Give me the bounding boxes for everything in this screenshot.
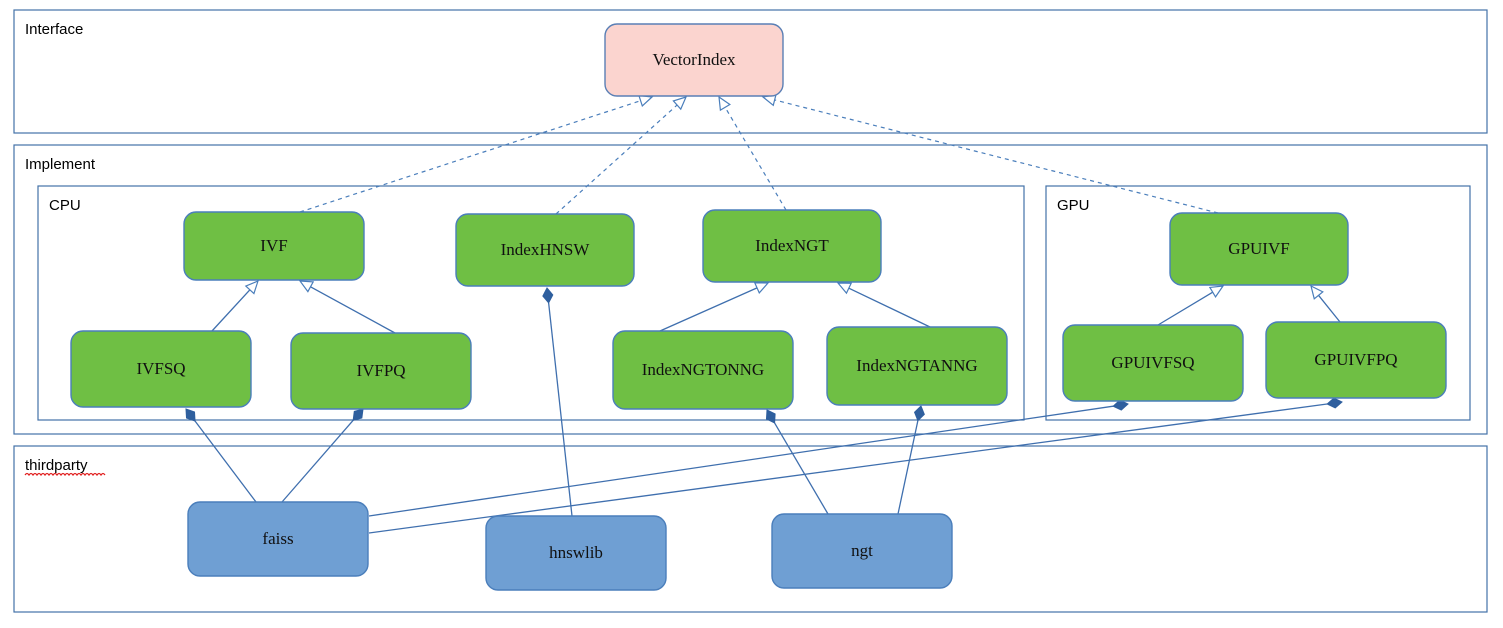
node-label-gpuivf: GPUIVF [1228, 239, 1289, 258]
group-label-cpu: CPU [49, 197, 81, 214]
arrowhead-hollow-triangle [753, 282, 770, 294]
group-label-interface: Interface [25, 21, 83, 38]
edge-ngt-to-indexngtanng [897, 405, 925, 515]
node-label-faiss: faiss [262, 529, 293, 548]
node-faiss[interactable]: faiss [187, 501, 369, 577]
node-label-indexhnsw: IndexHNSW [501, 240, 591, 259]
edge-line [211, 289, 251, 332]
node-box-ngt[interactable] [771, 513, 953, 589]
arrowhead-hollow-triangle [672, 96, 688, 111]
node-hnswlib[interactable]: hnswlib [485, 515, 667, 591]
marker-filled-diamond [1326, 397, 1343, 409]
node-box-indexhnsw[interactable] [455, 213, 635, 287]
edge-line [555, 104, 678, 215]
edge-line [547, 302, 573, 517]
node-box-gpuivfpq[interactable] [1265, 321, 1447, 399]
edge-line [1157, 291, 1214, 326]
edge-gpuivfpq-to-gpuivf [1310, 284, 1341, 323]
node-box-indexngtonng[interactable] [612, 330, 794, 410]
edge-line [281, 419, 354, 503]
node-label-ngt: ngt [851, 541, 873, 560]
edge-indexngt-to-vectorindex [718, 95, 787, 211]
edge-line [299, 100, 641, 213]
node-indexngtonng[interactable]: IndexNGTONNG [612, 330, 794, 410]
node-gpuivf[interactable]: GPUIVF [1169, 212, 1349, 286]
edge-indexngtonng-to-indexngt [659, 282, 770, 332]
edge-faiss-to-ivfsq [185, 408, 257, 503]
edge-line [659, 287, 758, 332]
edge-ivf-to-vectorindex [299, 94, 654, 213]
edge-line [310, 286, 396, 334]
node-box-ivfsq[interactable] [70, 330, 252, 408]
node-box-gpuivf[interactable] [1169, 212, 1349, 286]
node-box-vectorindex[interactable] [604, 23, 784, 97]
node-box-indexngtanng[interactable] [826, 326, 1008, 406]
node-ivfsq[interactable]: IVFSQ [70, 330, 252, 408]
edge-faiss-to-ivfpq [281, 408, 364, 503]
arrowhead-hollow-triangle [1208, 285, 1225, 299]
arrowhead-hollow-triangle [1310, 284, 1324, 300]
node-box-faiss[interactable] [187, 501, 369, 577]
marker-filled-diamond [913, 405, 925, 422]
group-label-gpu: GPU [1057, 197, 1090, 214]
node-box-indexngt[interactable] [702, 209, 882, 283]
node-ivf[interactable]: IVF [183, 211, 365, 281]
node-label-ivf: IVF [260, 236, 287, 255]
marker-filled-diamond [185, 408, 196, 422]
marker-filled-diamond [765, 409, 776, 424]
node-vectorindex[interactable]: VectorIndex [604, 23, 784, 97]
node-gpuivfsq[interactable]: GPUIVFSQ [1062, 324, 1244, 402]
node-label-gpuivfpq: GPUIVFPQ [1314, 350, 1397, 369]
edge-line [1318, 294, 1341, 323]
node-box-ivfpq[interactable] [290, 332, 472, 410]
edge-line [774, 422, 829, 515]
edge-line [368, 403, 1328, 534]
spellcheck-underline-thirdparty [24, 472, 106, 477]
edge-line [368, 405, 1114, 517]
node-label-hnswlib: hnswlib [549, 543, 603, 562]
node-box-ivf[interactable] [183, 211, 365, 281]
group-label-thirdparty: thirdparty [25, 457, 88, 474]
node-indexngtanng[interactable]: IndexNGTANNG [826, 326, 1008, 406]
edge-hnswlib-to-indexhnsw [542, 287, 573, 517]
node-label-indexngtonng: IndexNGTONNG [642, 360, 764, 379]
node-box-gpuivfsq[interactable] [1062, 324, 1244, 402]
node-box-hnswlib[interactable] [485, 515, 667, 591]
edge-line [724, 107, 787, 211]
node-label-gpuivfsq: GPUIVFSQ [1111, 353, 1194, 372]
edge-layer [185, 93, 1343, 534]
marker-filled-diamond [352, 408, 364, 421]
arrowhead-hollow-triangle [298, 280, 315, 293]
node-indexngt[interactable]: IndexNGT [702, 209, 882, 283]
node-label-indexngtanng: IndexNGTANNG [856, 356, 977, 375]
edge-indexhnsw-to-vectorindex [555, 96, 688, 215]
node-label-vectorindex: VectorIndex [652, 50, 736, 69]
node-indexhnsw[interactable]: IndexHNSW [455, 213, 635, 287]
node-ivfpq[interactable]: IVFPQ [290, 332, 472, 410]
edge-indexngtanng-to-indexngt [836, 282, 931, 328]
node-label-ivfsq: IVFSQ [136, 359, 185, 378]
edge-line [848, 287, 931, 328]
arrowhead-hollow-triangle [718, 95, 731, 112]
edge-faiss-to-gpuivfpq [368, 397, 1343, 534]
edge-line [194, 420, 257, 503]
arrowhead-hollow-triangle [244, 279, 259, 295]
node-label-ivfpq: IVFPQ [356, 361, 405, 380]
group-label-implement: Implement [25, 156, 96, 173]
node-gpuivfpq[interactable]: GPUIVFPQ [1265, 321, 1447, 399]
node-label-indexngt: IndexNGT [755, 236, 829, 255]
edge-ngt-to-indexngtonng [765, 409, 829, 515]
edge-gpuivfsq-to-gpuivf [1157, 285, 1225, 326]
node-ngt[interactable]: ngt [771, 513, 953, 589]
edge-line [897, 420, 919, 515]
edge-ivfsq-to-ivf [211, 279, 259, 332]
edge-ivfpq-to-ivf [298, 280, 396, 334]
arrowhead-hollow-triangle [836, 282, 853, 295]
marker-filled-diamond [542, 287, 554, 304]
